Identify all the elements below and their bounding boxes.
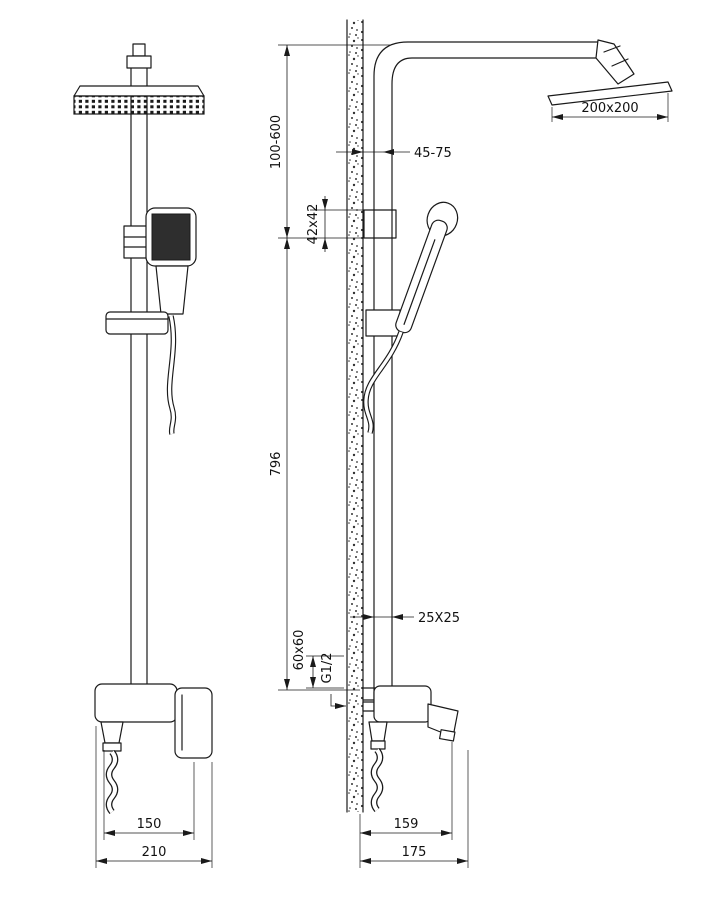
hose-outlet-side: [368, 721, 388, 742]
top-connector-front: [126, 43, 152, 69]
front-view: 150 210: [73, 43, 213, 868]
wall-inlet-lower: [362, 701, 375, 712]
dim-150: 150: [103, 750, 195, 840]
dim-label-60x60: 60x60: [292, 630, 307, 671]
mixer-body-side: [373, 685, 432, 723]
hand-shower-hose-side: [363, 331, 404, 434]
callout-g12: G1/2: [320, 653, 346, 709]
dim-25x25: 25X25: [350, 611, 460, 626]
dim-label-210: 210: [142, 845, 167, 860]
dim-label-796: 796: [269, 452, 284, 477]
dim-label-42x42: 42x42: [306, 204, 321, 245]
wall-section: [346, 19, 364, 813]
hand-shower-hose-front: [166, 315, 177, 435]
shower-pole-front: [130, 65, 148, 689]
riser-pipe-side: [373, 41, 599, 689]
dim-label-25x25: 25X25: [418, 611, 460, 626]
dim-label-g12: G1/2: [320, 653, 335, 684]
mixer-front: [94, 683, 213, 815]
dim-45-75: 45-75: [336, 146, 452, 161]
rain-head-front: [73, 85, 205, 115]
rain-head-plate-side: [547, 81, 673, 106]
side-view: 100-600 796 42x42 200x200: [269, 19, 673, 868]
dim-label-100-600: 100-600: [269, 115, 284, 169]
dim-label-200x200: 200x200: [581, 101, 638, 116]
rain-head-nozzle-grid: [73, 95, 205, 115]
hand-shower-spray-face: [151, 213, 191, 261]
slider-bracket-front: [105, 311, 169, 335]
dim-60x60: 60x60: [292, 630, 344, 689]
dim-200x200: 200x200: [551, 93, 669, 122]
rain-head-side: [547, 39, 673, 106]
hand-shower-side: [395, 201, 459, 334]
hose-outlet-front: [100, 721, 124, 744]
spout-aerator: [439, 729, 456, 742]
dim-100-600: 100-600: [269, 45, 290, 238]
mixer-side: [362, 685, 459, 813]
head-arm-connector: [595, 39, 635, 85]
mixer-body-front: [94, 683, 178, 723]
dim-175: 175: [360, 750, 469, 868]
dim-210: 210: [95, 726, 213, 868]
dim-label-175: 175: [402, 845, 427, 860]
dim-label-159: 159: [394, 817, 419, 832]
dim-label-150: 150: [137, 817, 162, 832]
mixer-lever-front: [174, 687, 213, 759]
hand-shower-handle-front: [155, 265, 189, 315]
wall-bracket-side: [363, 209, 397, 239]
wall-inlet-upper: [362, 687, 375, 701]
dim-796: 796: [269, 238, 290, 690]
hand-shower-front: [105, 207, 197, 335]
dim-label-45-75: 45-75: [414, 146, 452, 161]
dim-42x42: 42x42: [306, 196, 328, 252]
